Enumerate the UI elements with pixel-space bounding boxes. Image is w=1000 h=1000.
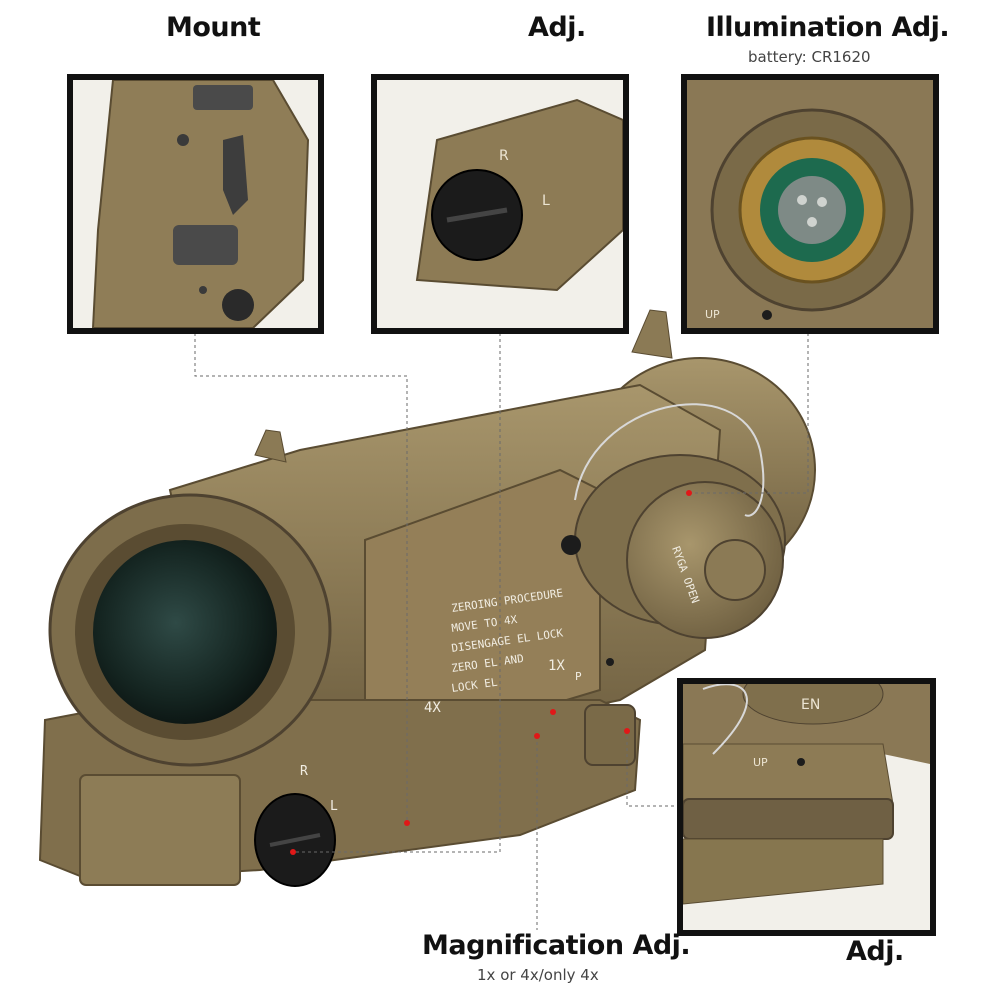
leader-adj-bottom <box>626 731 680 807</box>
label-adj-top: Adj. <box>528 12 586 43</box>
label-illumination: Illumination Adj. <box>706 12 950 43</box>
inset-illumination: UP <box>681 74 939 334</box>
front-sight-tab <box>254 429 287 463</box>
objective-lens <box>93 540 277 724</box>
label-mount: Mount <box>166 12 261 43</box>
mag-4x-mark: 4X <box>424 700 441 716</box>
tether-wire <box>574 403 765 517</box>
label-magnification-sub: 1x or 4x/only 4x <box>477 966 599 984</box>
marker-adj-bottom <box>624 728 630 734</box>
up-mark-inset: UP <box>753 756 768 769</box>
rear-sight-tab <box>631 309 673 359</box>
windage-detail: R L <box>377 80 623 328</box>
r-mark-inset: R <box>499 148 509 164</box>
turret-knob <box>704 539 766 601</box>
label-battery: battery: CR1620 <box>748 48 871 66</box>
inset-adj-bottom: EN UP <box>677 678 936 936</box>
p-mark: P <box>575 670 582 683</box>
mount-detail <box>73 80 318 328</box>
l-mark: L <box>330 799 338 814</box>
up-mark: UP <box>705 308 720 321</box>
label-magnification: Magnification Adj. <box>422 930 691 961</box>
illumination-detail: UP <box>687 80 933 328</box>
mag-1x-mark: 1X <box>548 658 565 674</box>
inset-mount <box>67 74 324 334</box>
r-mark: R <box>300 764 308 779</box>
zeroing-line-5: LOCK EL <box>451 676 499 695</box>
en-mark-inset: EN <box>801 697 820 713</box>
marker-illumination <box>686 490 692 496</box>
lever-detail: EN UP <box>683 684 930 930</box>
marker-wheel <box>550 709 556 715</box>
marker-windage <box>290 849 296 855</box>
side-screw <box>561 535 581 555</box>
label-adj-bottom: Adj. <box>846 936 904 967</box>
leader-adj-top <box>293 333 501 853</box>
marker-mount <box>404 820 410 826</box>
lever-wheel <box>584 704 636 766</box>
inset-adj-top: R L <box>371 74 629 334</box>
marker-magnification <box>534 733 540 739</box>
l-mark-inset: L <box>542 193 550 209</box>
mount-block <box>79 774 241 886</box>
